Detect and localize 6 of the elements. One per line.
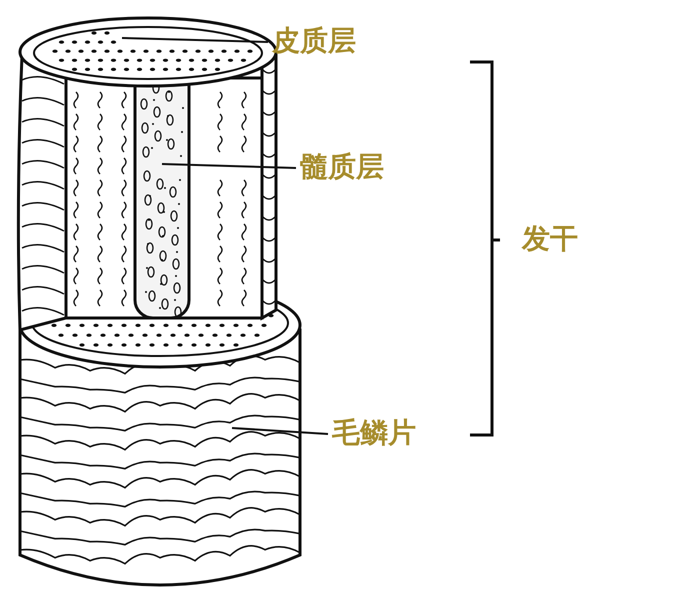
part-label: 毛鳞片 xyxy=(332,416,416,450)
bracket-label: 发干 xyxy=(522,222,578,256)
part-label: 髓质层 xyxy=(300,150,384,184)
leader-line xyxy=(232,427,328,435)
leader-line xyxy=(162,163,296,169)
part-label: 皮质层 xyxy=(272,24,356,58)
